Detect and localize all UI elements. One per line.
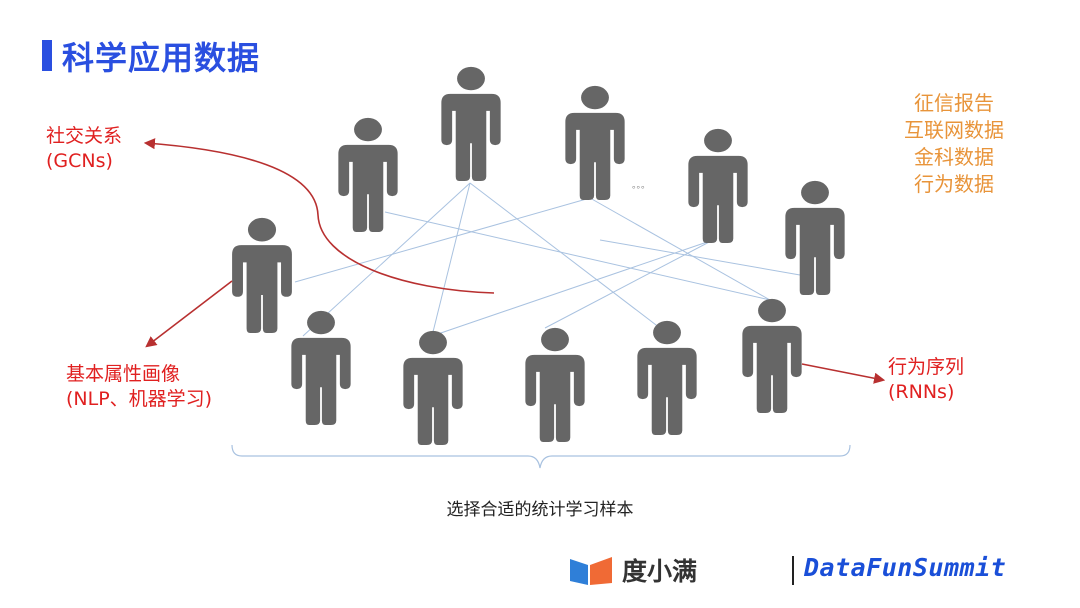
sequence-label-line2: (RNNs) — [888, 381, 955, 403]
social-label-line1: 社交关系 — [46, 125, 123, 147]
link — [431, 239, 714, 337]
person-icon — [688, 128, 748, 243]
brand-block: 度小满 — [568, 553, 697, 587]
link — [599, 239, 801, 276]
social-label: 社交关系 (GCNs) — [46, 124, 122, 174]
brand-name: 度小满 — [622, 557, 698, 586]
person-icon — [338, 117, 398, 232]
person-icon — [441, 66, 501, 181]
data-source-item: 征信报告 — [914, 91, 994, 115]
footer-divider — [792, 556, 794, 585]
ellipsis-text: 。。。 — [632, 181, 650, 191]
link — [544, 239, 714, 329]
summit-name: DataFunSummit — [804, 553, 1007, 582]
data-source-item: 金科数据 — [914, 145, 994, 169]
data-source-item: 互联网数据 — [904, 118, 1004, 142]
sequence-arrow — [801, 363, 886, 384]
du-xiaoman-logo-icon — [570, 557, 612, 585]
person-icon — [403, 330, 463, 445]
people-group — [232, 66, 845, 445]
data-source-item: 行为数据 — [914, 172, 994, 196]
sample-brace — [231, 444, 851, 469]
link — [431, 182, 471, 337]
page-title: 科学应用数据 — [62, 39, 261, 77]
sequence-label-line1: 行为序列 — [888, 356, 965, 378]
link — [469, 182, 661, 329]
profile-label: 基本属性画像 (NLP、机器学习) — [66, 362, 212, 412]
person-icon — [742, 298, 802, 413]
link — [589, 197, 771, 301]
person-icon — [232, 217, 292, 333]
social-arrow — [143, 138, 495, 294]
link — [302, 182, 471, 337]
person-icon — [291, 310, 351, 425]
link — [384, 211, 771, 301]
title-accent-bar — [42, 40, 52, 71]
profile-arrow — [145, 280, 233, 348]
link — [294, 197, 591, 283]
profile-label-line2: (NLP、机器学习) — [66, 388, 213, 410]
person-icon — [637, 320, 697, 435]
person-icon — [565, 85, 625, 200]
connection-lines — [294, 182, 801, 337]
sample-caption: 选择合适的统计学习样本 — [446, 500, 634, 520]
person-icon — [525, 327, 585, 442]
social-label-line2: (GCNs) — [46, 150, 113, 172]
person-icon — [785, 180, 845, 295]
data-sources-list: 征信报告 互联网数据 金科数据 行为数据 — [890, 90, 1018, 198]
profile-label-line1: 基本属性画像 — [66, 363, 181, 385]
sequence-label: 行为序列 (RNNs) — [888, 355, 964, 405]
